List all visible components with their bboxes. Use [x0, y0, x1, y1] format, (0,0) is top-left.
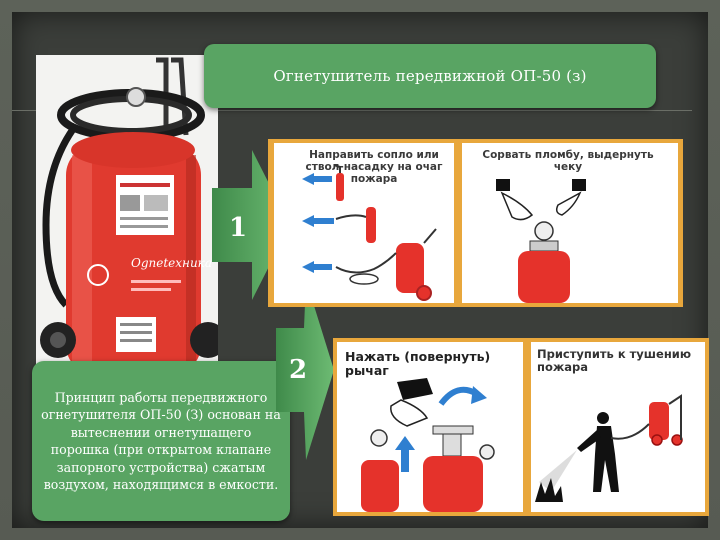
card-break-seal-label: Сорвать пломбу, выдернуть чеку [482, 149, 654, 173]
step-2-number: 2 [289, 355, 308, 385]
card-press-lever: Нажать (повернуть) рычаг [337, 342, 523, 512]
card-extinguish: Приступить к тушению пожара [531, 342, 705, 512]
step-1-number: 1 [229, 213, 248, 243]
card-aim-nozzle: Направить сопло или ствол-насадку на оча… [274, 143, 454, 303]
card-press-lever-label: Нажать (повернуть) рычаг [345, 349, 491, 378]
card-break-seal: Сорвать пломбу, выдернуть чеку [462, 143, 678, 303]
divider-line [12, 110, 692, 111]
description-text: Принцип работы передвижного огнетушителя… [41, 389, 281, 493]
description-box: Принцип работы передвижного огнетушителя… [32, 361, 290, 521]
extinguisher-photo: Ogneteхника [36, 55, 218, 380]
card-extinguish-label: Приступить к тушению пожара [537, 347, 692, 374]
svg-text:Ogneteхника: Ogneteхника [131, 256, 212, 270]
step-2-arrow [276, 280, 334, 460]
title-box: Огнетушитель передвижной ОП-50 (з) [204, 44, 656, 108]
page-title: Огнетушитель передвижной ОП-50 (з) [273, 67, 587, 85]
